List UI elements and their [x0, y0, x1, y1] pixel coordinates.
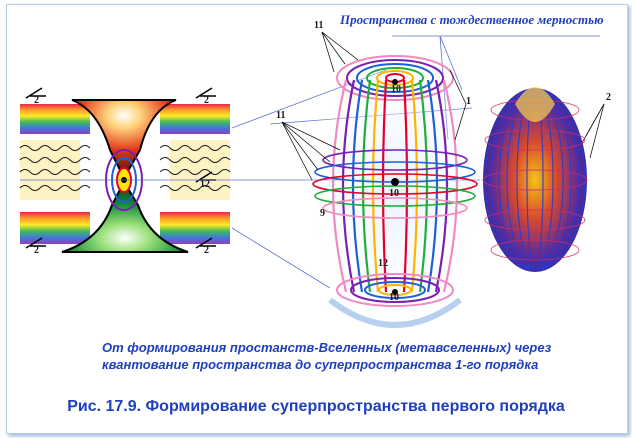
vertical-columns — [331, 79, 459, 293]
label-11-top: 11 — [314, 20, 323, 31]
left-panel: 2 2 12 2 2 — [19, 87, 231, 260]
figure-caption: Рис. 17.9. Формирование суперпространств… — [67, 398, 565, 415]
subtitle-line-1: От формирования простанств-Вселенных (ме… — [102, 340, 552, 355]
label-11-left: 11 — [276, 110, 285, 121]
center-structure: 10 10 10 12 9 — [300, 30, 490, 350]
label-1: 1 — [466, 96, 471, 107]
panel-label-2a: 2 — [34, 95, 39, 106]
label-12: 12 — [378, 258, 388, 269]
label-10-bottom: 10 — [389, 292, 399, 303]
bottom-base — [328, 297, 462, 328]
panel-label-2b: 2 — [204, 95, 209, 106]
rainbow-strips — [20, 104, 230, 244]
label-2-right: 2 — [606, 92, 611, 103]
subtitle-line-2: квантование пространства до суперпростра… — [102, 357, 539, 372]
green-cone — [61, 179, 189, 253]
wave-lines — [19, 145, 231, 191]
panel-label-2d: 2 — [204, 245, 209, 256]
label-leaders — [281, 31, 605, 181]
label-10-top: 10 — [391, 84, 401, 95]
right-ovoid — [482, 87, 588, 272]
top-title: Пространства с тождественное мерностью — [340, 12, 604, 27]
panel-label-2c: 2 — [34, 245, 39, 256]
label-9: 9 — [320, 208, 325, 219]
label-10-mid: 10 — [389, 188, 399, 199]
panel-label-12: 12 — [200, 179, 210, 190]
